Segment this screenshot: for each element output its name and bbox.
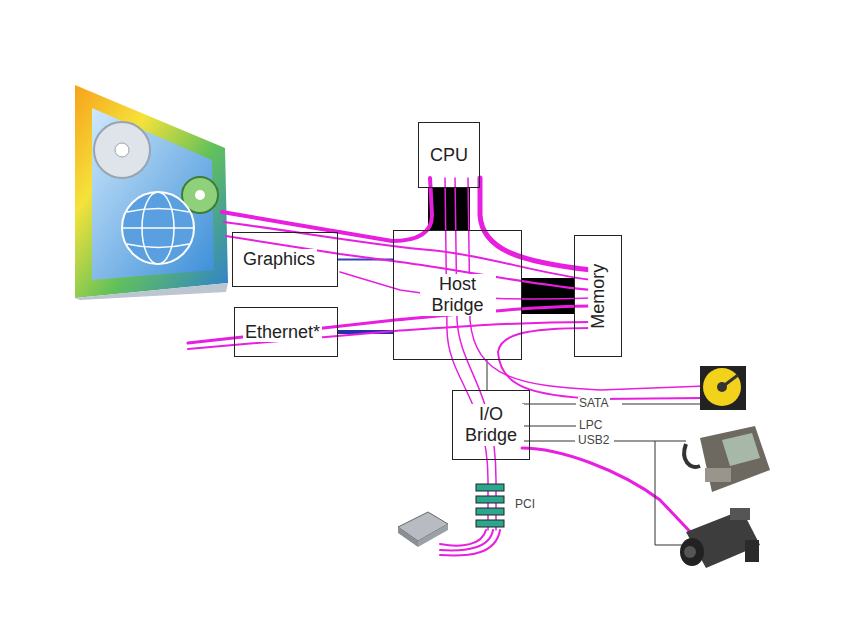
bus-label: SATA	[578, 397, 610, 410]
node-label: I/O Bridge	[458, 404, 524, 445]
camcorder-icon	[680, 508, 760, 568]
data-flow-lines	[188, 178, 705, 556]
node-label: CPU	[428, 145, 470, 166]
host-bridge-box: Host Bridge	[393, 230, 522, 360]
bus-label: LPC	[578, 419, 603, 432]
ethernet-box: Ethernet*	[234, 307, 338, 357]
graphics-box: Graphics	[232, 232, 338, 287]
bus-connector	[522, 296, 574, 297]
phone-icon	[684, 426, 770, 492]
node-label: Graphics	[241, 249, 317, 270]
io-bridge-box: I/O Bridge	[452, 390, 530, 460]
memory-box: Memory	[574, 235, 622, 357]
node-label: Memory	[588, 261, 609, 330]
drive-icon	[398, 512, 448, 547]
bus-lines	[522, 404, 702, 545]
hard-drive-icon	[700, 366, 746, 410]
cpu-box: CPU	[418, 122, 480, 188]
bus-connector	[487, 360, 488, 390]
node-label: Host Bridge	[420, 274, 496, 315]
monitor-picture	[75, 85, 228, 300]
bus-label: USB2	[577, 434, 610, 447]
pci-slots	[476, 484, 504, 527]
node-label: Ethernet*	[243, 322, 322, 343]
bus-label: PCI	[514, 498, 536, 511]
bus-connector	[449, 188, 450, 230]
